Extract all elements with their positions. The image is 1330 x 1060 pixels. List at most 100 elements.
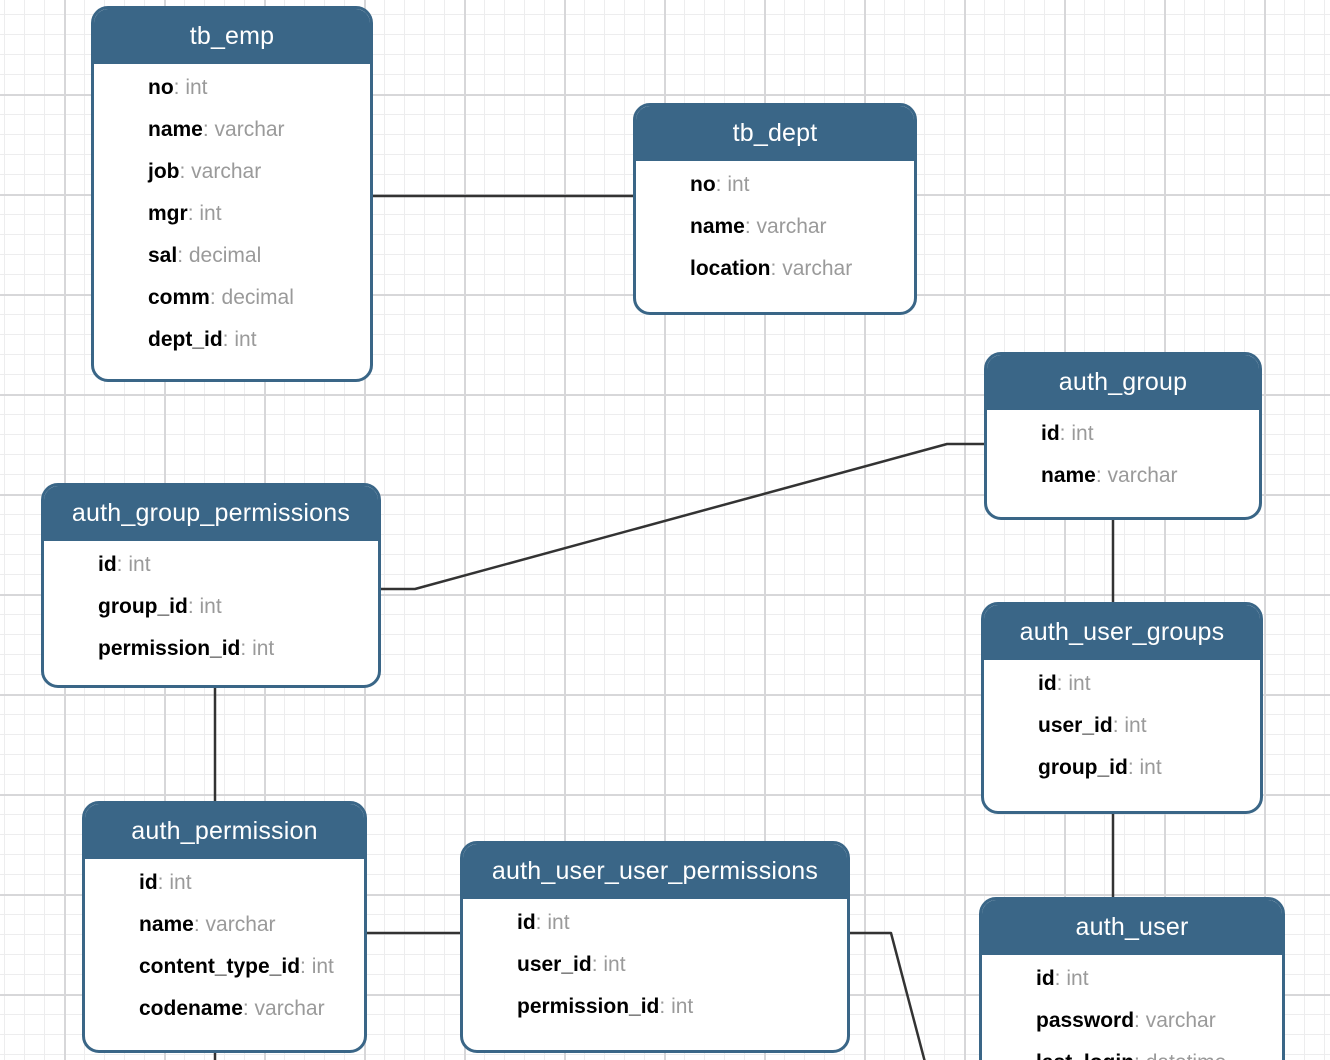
entity-field-row: idint <box>463 902 847 944</box>
entity-title[interactable]: tb_emp <box>94 9 370 64</box>
field-name: password <box>1036 1009 1135 1032</box>
entity-field-list: idintnamevarchar <box>987 410 1259 497</box>
entity-auth-group-permissions[interactable]: auth_group_permissions idintgroup_idintp… <box>41 483 381 688</box>
field-type: int <box>158 871 191 895</box>
entity-field-row: idint <box>85 862 364 904</box>
field-name: name <box>148 118 203 141</box>
field-type: varchar <box>180 160 261 184</box>
field-name: user_id <box>517 953 592 976</box>
entity-field-row: jobvarchar <box>94 151 370 193</box>
entity-auth-user-groups[interactable]: auth_user_groups idintuser_idintgroup_id… <box>981 602 1263 814</box>
relationship-auth-group-permissions--auth-group[interactable] <box>381 442 984 591</box>
field-type: decimal <box>210 286 294 310</box>
entity-field-row: idint <box>987 413 1259 455</box>
entity-tb-emp[interactable]: tb_emp nointnamevarcharjobvarcharmgrints… <box>91 6 373 382</box>
field-type: varchar <box>203 118 285 142</box>
entity-field-row: noint <box>636 164 914 206</box>
entity-title[interactable]: auth_permission <box>85 804 364 859</box>
field-name: id <box>1036 967 1055 990</box>
field-name: id <box>98 553 117 576</box>
field-name: group_id <box>1038 756 1128 779</box>
field-name: permission_id <box>517 995 660 1018</box>
field-name: no <box>148 76 174 99</box>
entity-field-row: namevarchar <box>85 904 364 946</box>
field-type: int <box>1128 756 1162 780</box>
entity-field-row: namevarchar <box>636 206 914 248</box>
entity-field-row: permission_idint <box>463 986 847 1028</box>
field-name: user_id <box>1038 714 1113 737</box>
relationship-auth-user-user-permissions--auth-user[interactable] <box>850 931 926 1060</box>
entity-field-list: idintuser_idintgroup_idint <box>984 660 1260 789</box>
entity-title[interactable]: auth_user <box>982 900 1282 955</box>
field-type: int <box>240 637 274 661</box>
entity-field-row: namevarchar <box>94 109 370 151</box>
entity-field-row: content_type_idint <box>85 946 364 988</box>
field-name: content_type_id <box>139 955 301 978</box>
entity-field-list: idintgroup_idintpermission_idint <box>44 541 378 670</box>
field-name: id <box>1038 672 1057 695</box>
field-type: varchar <box>194 913 276 937</box>
field-type: decimal <box>177 244 261 268</box>
entity-field-row: user_idint <box>984 705 1260 747</box>
entity-field-row: idint <box>982 958 1282 1000</box>
field-type: int <box>659 995 693 1019</box>
entity-title[interactable]: tb_dept <box>636 106 914 161</box>
field-type: int <box>592 953 625 977</box>
entity-field-row: user_idint <box>463 944 847 986</box>
field-type: int <box>1113 714 1146 738</box>
entity-field-row: group_idint <box>44 586 378 628</box>
entity-field-row: passwordvarchar <box>982 1000 1282 1042</box>
field-type: int <box>536 911 569 935</box>
entity-field-row: codenamevarchar <box>85 988 364 1030</box>
entity-field-list: nointnamevarcharlocationvarchar <box>636 161 914 290</box>
field-type: varchar <box>771 257 852 281</box>
entity-field-row: noint <box>94 67 370 109</box>
entity-tb-dept[interactable]: tb_dept nointnamevarcharlocationvarchar <box>633 103 917 315</box>
field-name: id <box>1041 422 1060 445</box>
field-name: id <box>517 911 536 934</box>
field-name: job <box>148 160 180 183</box>
field-type: int <box>1060 422 1093 446</box>
field-name: last_login <box>1036 1051 1134 1060</box>
field-type: varchar <box>1134 1009 1216 1033</box>
field-type: datetime <box>1134 1051 1227 1060</box>
field-type: int <box>1057 672 1090 696</box>
field-type: int <box>223 328 256 352</box>
entity-field-row: last_logindatetime <box>982 1042 1282 1060</box>
entity-field-row: dept_idint <box>94 319 370 361</box>
entity-field-row: locationvarchar <box>636 248 914 290</box>
entity-auth-permission[interactable]: auth_permission idintnamevarcharcontent_… <box>82 801 367 1053</box>
field-name: name <box>690 215 745 238</box>
field-name: location <box>690 257 771 280</box>
field-name: mgr <box>148 202 188 225</box>
field-type: int <box>117 553 150 577</box>
entity-auth-user[interactable]: auth_user idintpasswordvarcharlast_login… <box>979 897 1285 1060</box>
field-type: int <box>1055 967 1088 991</box>
field-name: codename <box>139 997 243 1020</box>
entity-title[interactable]: auth_group <box>987 355 1259 410</box>
field-type: int <box>188 595 222 619</box>
field-type: varchar <box>243 997 325 1021</box>
entity-auth-user-user-permissions[interactable]: auth_user_user_permissions idintuser_idi… <box>460 841 850 1053</box>
entity-title[interactable]: auth_user_user_permissions <box>463 844 847 899</box>
entity-field-list: idintpasswordvarcharlast_logindatetime <box>982 955 1282 1060</box>
field-name: comm <box>148 286 210 309</box>
field-name: name <box>1041 464 1096 487</box>
field-name: sal <box>148 244 178 267</box>
entity-field-row: saldecimal <box>94 235 370 277</box>
entity-title[interactable]: auth_group_permissions <box>44 486 378 541</box>
entity-field-list: idintnamevarcharcontent_type_idintcodena… <box>85 859 364 1030</box>
entity-field-row: commdecimal <box>94 277 370 319</box>
field-name: permission_id <box>98 637 241 660</box>
entity-field-row: namevarchar <box>987 455 1259 497</box>
field-type: int <box>716 173 749 197</box>
entity-auth-group[interactable]: auth_group idintnamevarchar <box>984 352 1262 520</box>
entity-title[interactable]: auth_user_groups <box>984 605 1260 660</box>
field-type: varchar <box>745 215 827 239</box>
entity-field-row: group_idint <box>984 747 1260 789</box>
field-type: varchar <box>1096 464 1178 488</box>
field-name: dept_id <box>148 328 223 351</box>
field-type: int <box>300 955 334 979</box>
